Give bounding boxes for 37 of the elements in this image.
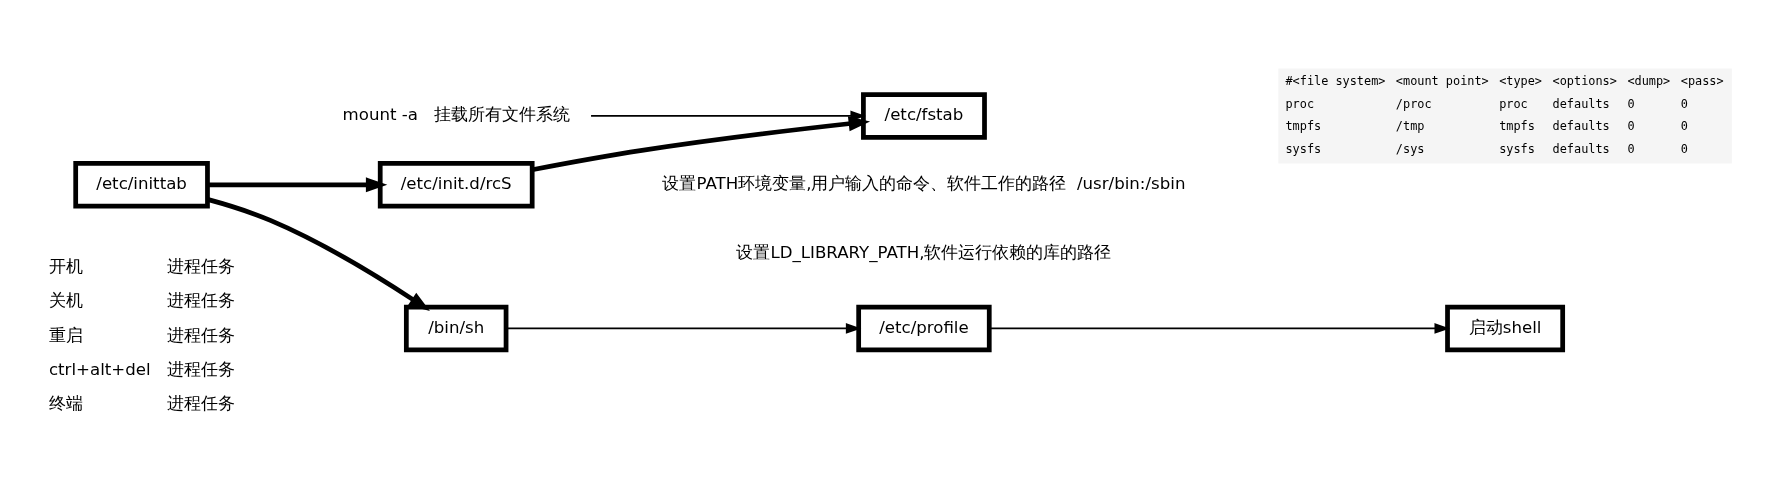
label: 0 [1680,141,1688,156]
label: /proc [1395,96,1432,111]
label: proc [1499,96,1528,111]
label: 关机 [48,290,83,310]
label: 重启 [48,325,83,345]
label: defaults [1552,141,1610,156]
label: #<file system> [1285,73,1386,88]
label: <type> [1499,73,1543,88]
label: defaults [1552,96,1610,111]
node-text: mount -a 挂载所有文件系统 [342,104,570,124]
label: 0 [1627,96,1635,111]
label: 进程任务 [166,256,235,276]
label: 0 [1627,118,1635,133]
label: <pass> [1680,73,1724,88]
label: <dump> [1627,73,1671,88]
label: 设置LD_LIBRARY_PATH,软件运行依赖的库的路径 [736,242,1112,262]
label: 进程任务 [166,325,235,345]
label: 设置PATH环境变量,用户输入的命令、软件工作的路径 /usr/bin:/sbin [662,173,1186,193]
label: 终端 [48,393,83,413]
label: 开机 [48,256,83,276]
label: sysfs [1285,141,1322,156]
label: sysfs [1499,141,1535,156]
label: 进程任务 [166,290,235,310]
label: tmpfs [1285,118,1322,133]
label: 0 [1680,118,1688,133]
label: <options> [1552,73,1617,88]
label: tmpfs [1499,118,1535,133]
label: /tmp [1395,118,1425,133]
label: <mount point> [1395,73,1489,88]
label: 0 [1680,96,1688,111]
label: /sys [1395,141,1425,156]
label: 进程任务 [166,393,235,413]
label: 进程任务 [166,359,235,379]
label: 0 [1627,141,1635,156]
label: ctrl+alt+del [48,359,151,379]
label: proc [1285,96,1315,111]
label: defaults [1552,118,1610,133]
